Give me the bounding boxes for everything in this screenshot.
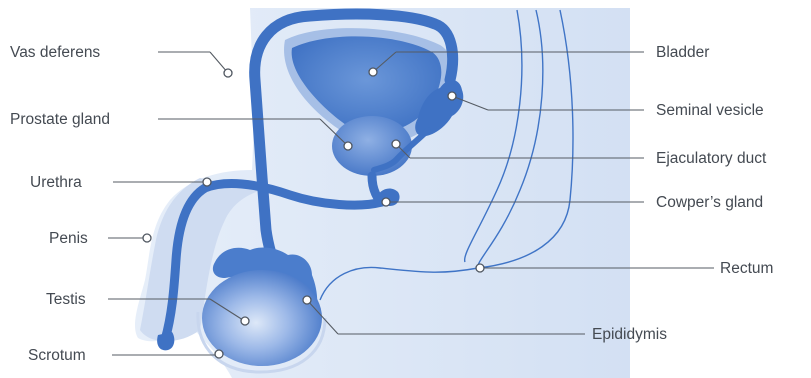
leader-scrotum (112, 350, 223, 358)
label-prostate-gland: Prostate gland (10, 111, 110, 128)
label-bladder: Bladder (656, 44, 709, 61)
label-rectum: Rectum (720, 260, 773, 277)
label-cowpers-gland: Cowper’s gland (656, 194, 763, 211)
label-ejaculatory-duct: Ejaculatory duct (656, 150, 767, 167)
label-urethra: Urethra (30, 174, 82, 191)
label-vas-deferens: Vas deferens (10, 44, 100, 61)
label-penis: Penis (49, 230, 88, 247)
label-testis: Testis (46, 291, 86, 308)
urethra-tip (157, 332, 174, 350)
label-scrotum: Scrotum (28, 347, 86, 364)
label-seminal-vesicle: Seminal vesicle (656, 102, 764, 119)
leader-vas-deferens (158, 52, 232, 77)
label-epididymis: Epididymis (592, 326, 667, 343)
leader-penis (108, 234, 151, 242)
